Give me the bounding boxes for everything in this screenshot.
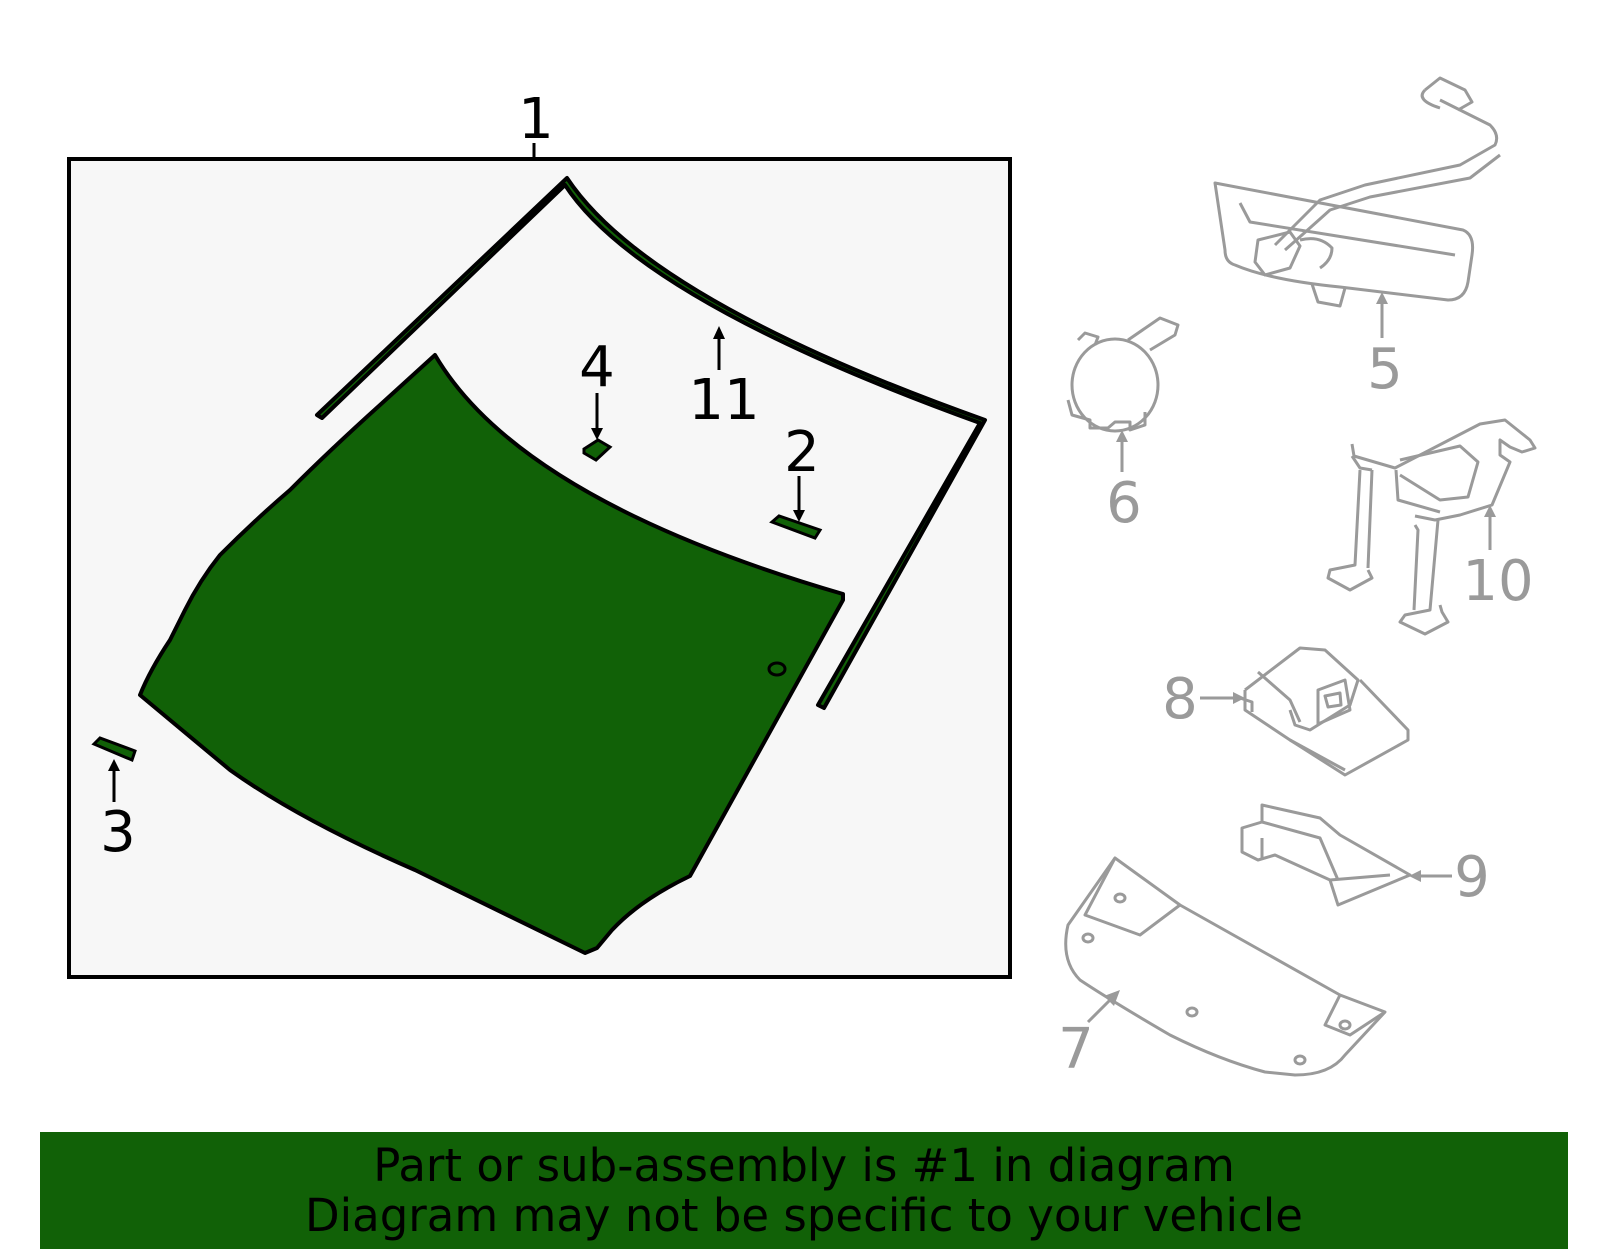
banner-line-1: Part or sub-assembly is #1 in diagram	[373, 1138, 1235, 1192]
callout-8-arrow	[1233, 692, 1245, 704]
callout-4[interactable]: 4	[579, 335, 615, 400]
banner-line-2: Diagram may not be specific to your vehi…	[305, 1188, 1303, 1242]
strip-part-2[interactable]	[769, 514, 823, 540]
callout-10[interactable]: 10	[1462, 549, 1533, 614]
callout-5[interactable]: 5	[1367, 337, 1403, 402]
strip-part-3[interactable]	[91, 736, 137, 763]
callout-9-arrow	[1409, 870, 1421, 882]
callout-3[interactable]: 3	[100, 800, 136, 865]
callout-2-arrow	[793, 510, 805, 522]
callout-7-arrow	[1104, 990, 1120, 1006]
windshield-glass[interactable]	[138, 353, 845, 955]
callout-11[interactable]: 11	[688, 368, 759, 433]
camera-part-8[interactable]	[1239, 646, 1410, 777]
callout-11-arrow	[713, 326, 725, 339]
cover-part-9[interactable]	[1240, 803, 1412, 907]
sensor-hole	[767, 661, 787, 677]
callout-6[interactable]: 6	[1106, 471, 1142, 536]
windshield-moulding[interactable]	[315, 176, 987, 710]
callout-3-arrow	[108, 759, 120, 771]
callout-10-arrow	[1484, 505, 1496, 517]
callout-8[interactable]: 8	[1162, 667, 1198, 732]
callout-4-arrow	[591, 428, 603, 440]
callout-6-arrow	[1116, 430, 1128, 442]
callout-9[interactable]: 9	[1454, 845, 1490, 910]
mirror-part-5[interactable]	[1213, 76, 1501, 308]
callout-1[interactable]: 1	[518, 87, 554, 152]
trim-panel-part-7[interactable]	[1064, 856, 1387, 1077]
disclaimer-banner: Part or sub-assembly is #1 in diagram Di…	[40, 1132, 1568, 1249]
sensor-part-6[interactable]	[1066, 316, 1180, 433]
callout-2[interactable]: 2	[784, 420, 820, 485]
callout-5-arrow	[1376, 292, 1388, 304]
clip-part-4[interactable]	[582, 438, 613, 462]
callout-7[interactable]: 7	[1058, 1017, 1094, 1082]
bracket-part-10[interactable]	[1326, 418, 1537, 636]
callout-7-leader	[1086, 996, 1114, 1024]
